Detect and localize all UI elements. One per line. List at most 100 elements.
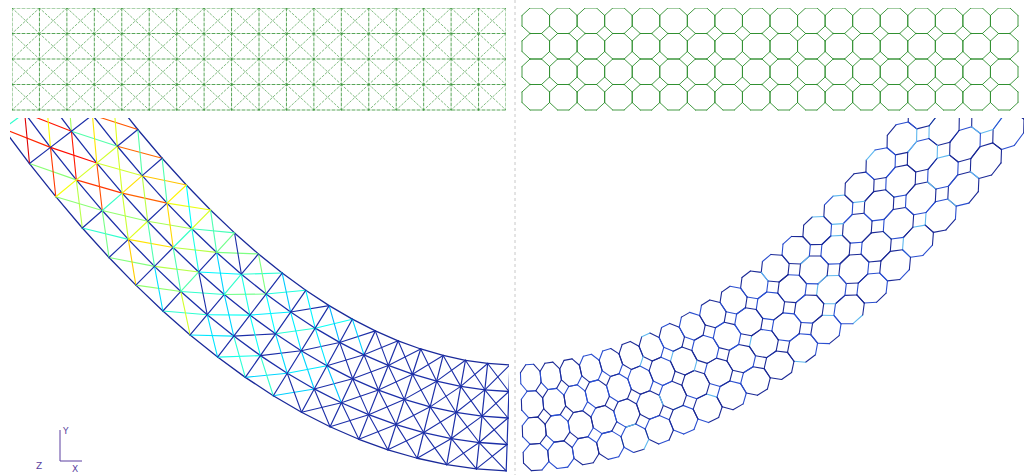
strut [715, 322, 724, 328]
strut [839, 264, 840, 276]
strut [767, 351, 777, 358]
strut [806, 33, 817, 34]
strut [659, 440, 669, 444]
strut [762, 59, 770, 66]
strut [687, 66, 688, 77]
strut [560, 369, 562, 380]
strut [737, 308, 746, 314]
strut [273, 396, 301, 412]
strut [962, 66, 963, 77]
strut [753, 356, 755, 367]
strut [577, 77, 585, 84]
strut [39, 8, 66, 34]
strut [572, 359, 579, 365]
strut [619, 364, 623, 373]
strut [167, 203, 173, 247]
strut [287, 351, 301, 374]
strut [772, 331, 778, 340]
strut [852, 41, 853, 52]
strut [872, 59, 880, 66]
strut [424, 59, 451, 85]
strut [181, 291, 190, 335]
strut [204, 8, 231, 34]
strut [177, 34, 204, 60]
strut [582, 376, 590, 382]
strut [770, 85, 778, 92]
strut [707, 85, 715, 92]
strut [128, 221, 147, 239]
strut [94, 34, 121, 60]
strut [670, 351, 673, 361]
strut [845, 103, 853, 110]
strut [94, 59, 121, 85]
strut [479, 416, 482, 442]
strut [522, 66, 523, 77]
strut [806, 355, 816, 363]
strut [861, 33, 872, 34]
strut [388, 341, 398, 366]
strut [606, 386, 609, 397]
strut [628, 379, 632, 389]
strut [122, 193, 128, 239]
strut [67, 34, 94, 60]
strut [943, 110, 954, 111]
strut [927, 52, 935, 59]
strut [314, 8, 341, 34]
strut [990, 92, 991, 103]
strut [659, 92, 660, 103]
strut [803, 237, 810, 245]
strut [789, 8, 797, 15]
strut [872, 85, 880, 92]
strut [632, 59, 640, 66]
strut [742, 15, 743, 26]
strut [632, 41, 633, 52]
strut [943, 33, 954, 34]
strut [770, 77, 778, 84]
strut [456, 390, 485, 413]
strut [861, 254, 869, 262]
strut [640, 391, 649, 395]
strut [536, 391, 543, 398]
strut [742, 52, 750, 59]
strut [695, 110, 706, 111]
strut [50, 131, 71, 147]
strut [369, 85, 396, 111]
strut [763, 318, 774, 319]
strut [664, 347, 673, 351]
strut [853, 52, 861, 59]
strut [217, 233, 235, 253]
strut [639, 337, 642, 347]
strut [598, 380, 606, 386]
strut [684, 337, 694, 340]
strut [999, 59, 1010, 60]
strut [825, 103, 833, 110]
strut [610, 374, 619, 377]
strut [788, 352, 794, 361]
strut [234, 315, 250, 336]
strut [530, 59, 541, 60]
strut [364, 355, 378, 390]
strut [46, 118, 50, 147]
strut [608, 457, 619, 460]
strut [880, 41, 881, 52]
strut [843, 215, 852, 224]
strut [880, 15, 881, 26]
strut [803, 237, 810, 245]
strut [558, 33, 569, 34]
strut [396, 425, 417, 459]
strut [569, 52, 577, 59]
strut [611, 349, 619, 354]
strut [250, 315, 261, 356]
strut [232, 8, 259, 34]
strut [928, 182, 936, 189]
strut [522, 26, 530, 33]
strut [978, 179, 980, 192]
strut [548, 388, 557, 389]
strut [982, 85, 990, 92]
strut [698, 419, 709, 423]
strut [687, 52, 695, 59]
strut [541, 103, 549, 110]
strut [829, 336, 839, 344]
strut [797, 66, 798, 77]
